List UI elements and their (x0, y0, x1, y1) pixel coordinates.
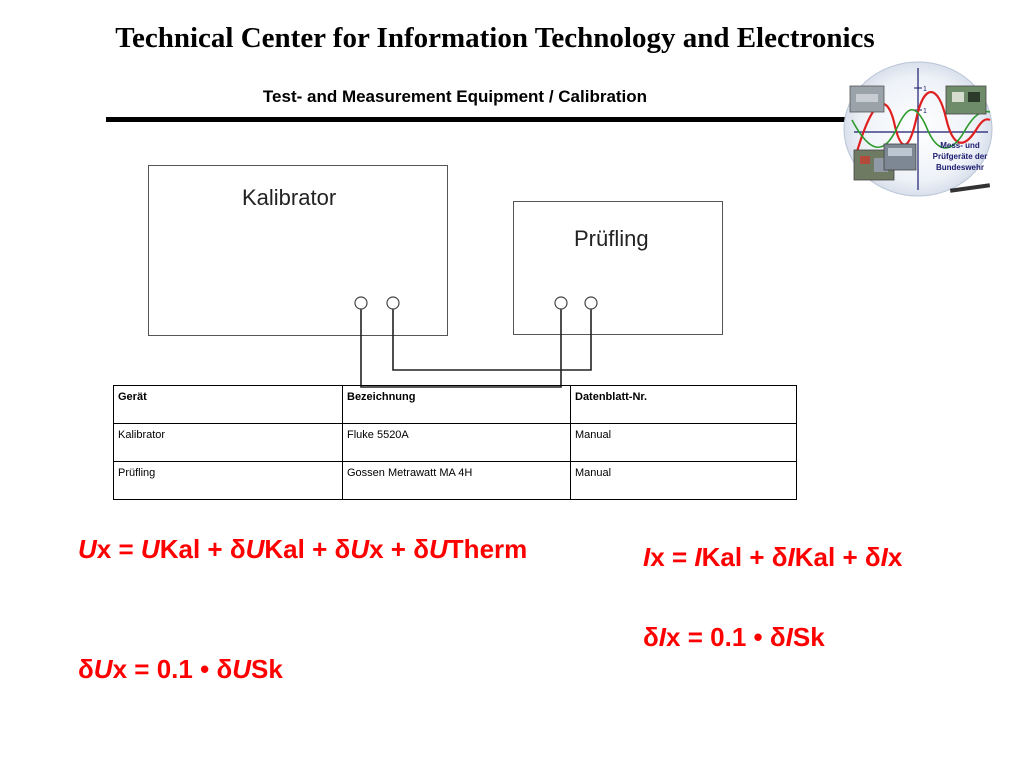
table-header-row: Gerät Bezeichnung Datenblatt-Nr. (114, 386, 797, 424)
table-header-cell: Datenblatt-Nr. (571, 386, 797, 424)
dut-terminal-1-icon (555, 297, 567, 309)
voltage-delta-formula: δUx = 0.1 • δUSk (78, 652, 283, 686)
voltage-formula-text: Ux = UKal + δUKal + δUx + δUTherm (78, 534, 527, 564)
wiring-diagram (0, 0, 1024, 400)
current-delta-formula-text: δIx = 0.1 • δISk (643, 622, 825, 652)
voltage-delta-formula-text: δUx = 0.1 • δUSk (78, 654, 283, 684)
current-formula-text: Ix = IKal + δIKal + δIx (643, 542, 902, 572)
outer-wire (361, 309, 561, 387)
calibrator-terminal-2-icon (387, 297, 399, 309)
table-cell: Manual (571, 424, 797, 462)
voltage-formula: Ux = UKal + δUKal + δUx + δUTherm (78, 532, 548, 566)
table-cell: Kalibrator (114, 424, 343, 462)
table-cell: Gossen Metrawatt MA 4H (343, 462, 571, 500)
current-delta-formula: δIx = 0.1 • δISk (643, 620, 825, 654)
table-cell: Manual (571, 462, 797, 500)
table-header-cell: Bezeichnung (343, 386, 571, 424)
calibrator-terminal-1-icon (355, 297, 367, 309)
table-row: Prüfling Gossen Metrawatt MA 4H Manual (114, 462, 797, 500)
current-formula: Ix = IKal + δIKal + δIx (643, 540, 902, 574)
equipment-table: Gerät Bezeichnung Datenblatt-Nr. Kalibra… (113, 385, 797, 500)
table-cell: Fluke 5520A (343, 424, 571, 462)
table-header-cell: Gerät (114, 386, 343, 424)
table-cell: Prüfling (114, 462, 343, 500)
table-row: Kalibrator Fluke 5520A Manual (114, 424, 797, 462)
dut-terminal-2-icon (585, 297, 597, 309)
